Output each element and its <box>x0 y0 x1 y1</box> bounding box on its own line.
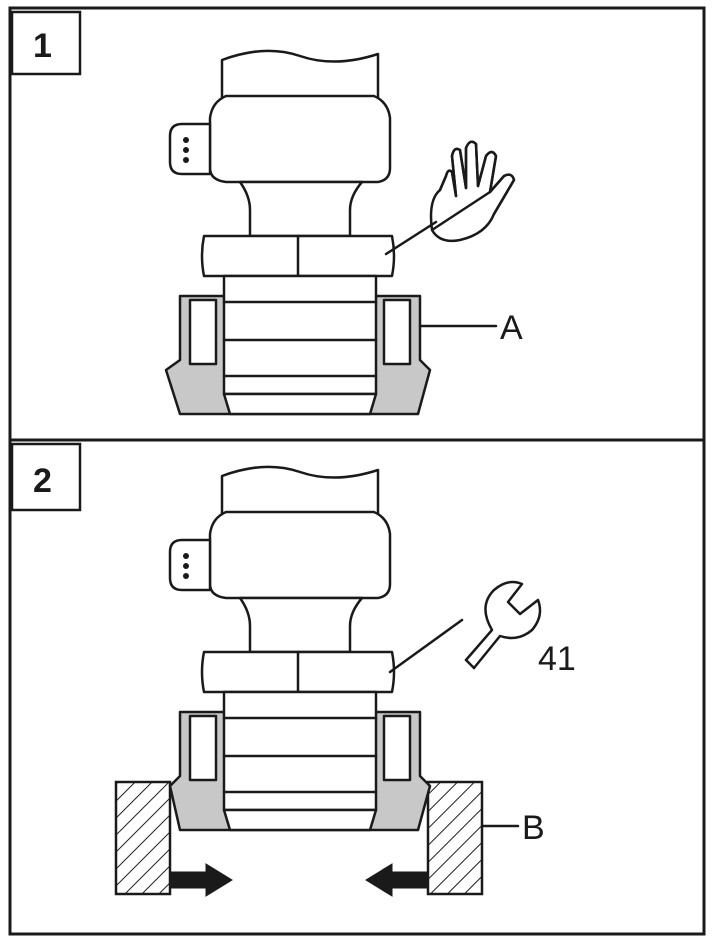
right-clamp-jaw <box>426 780 484 896</box>
panel-2: 2 41 B <box>8 438 706 936</box>
adapter-sleeve-2 <box>168 710 432 832</box>
wrench-leader-line <box>388 618 464 674</box>
callout-a-label: A <box>500 309 523 347</box>
callout-b-label: B <box>522 809 545 847</box>
wrench-icon <box>464 580 542 670</box>
step-box-1 <box>10 10 82 76</box>
hand-leader-line <box>384 220 438 256</box>
arrow-right-icon <box>169 863 233 897</box>
step-number-1: 1 <box>33 27 52 65</box>
step-number-2: 2 <box>33 462 52 500</box>
wrench-size-label: 41 <box>538 640 576 678</box>
step-box-2 <box>10 442 82 512</box>
left-clamp-jaw <box>114 780 172 896</box>
hand-icon <box>429 140 516 243</box>
panel-1: 1 A <box>8 6 706 442</box>
arrow-left-icon <box>365 863 429 897</box>
